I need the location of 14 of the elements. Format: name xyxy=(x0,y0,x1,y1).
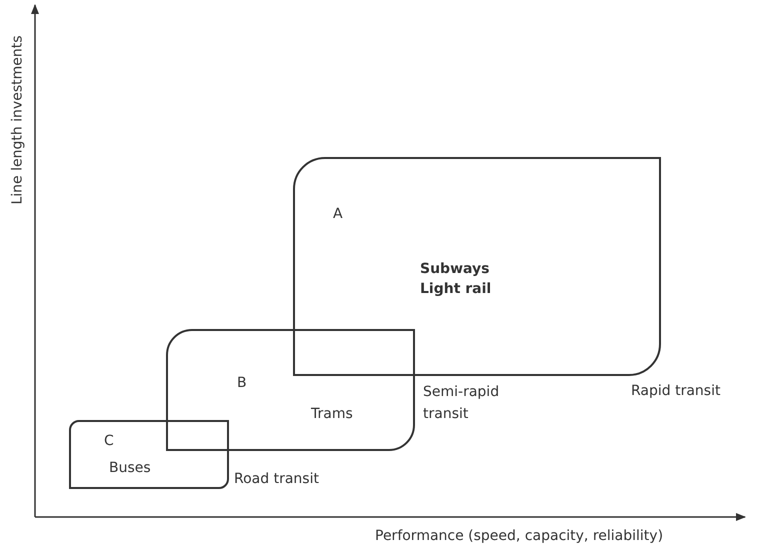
region-box xyxy=(166,329,415,451)
x-axis-title: Performance (speed, capacity, reliability) xyxy=(375,527,664,545)
region-box xyxy=(293,157,661,376)
region-label: Buses xyxy=(109,459,151,478)
region-box xyxy=(69,420,229,489)
category-label: Semi-rapid transit xyxy=(423,383,500,424)
region-label: Subways Light rail xyxy=(420,260,492,299)
region-letter: C xyxy=(104,432,114,451)
category-label: Rapid transit xyxy=(631,382,722,401)
region-letter: B xyxy=(237,374,247,393)
region-letter: A xyxy=(333,205,343,224)
region-label: Trams xyxy=(311,405,353,424)
category-label: Road transit xyxy=(234,470,320,489)
y-axis-title: Line length investments xyxy=(8,35,26,205)
